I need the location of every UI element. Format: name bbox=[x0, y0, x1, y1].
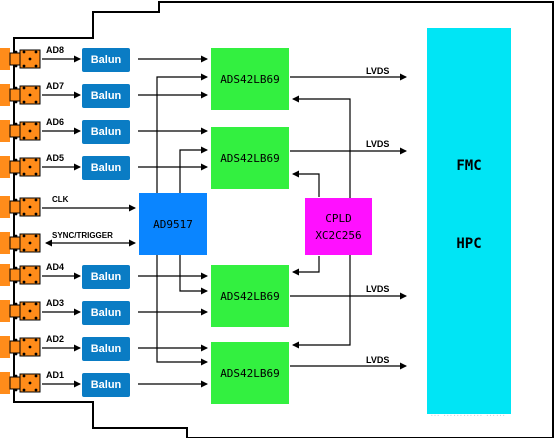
input-label-ad3: AD3 bbox=[46, 298, 65, 308]
input-label-ad2: AD2 bbox=[46, 334, 65, 344]
hpc-label: HPC bbox=[456, 236, 482, 252]
balun-ad4: Balun bbox=[82, 265, 130, 289]
balun-ad7: Balun bbox=[82, 84, 130, 108]
fmc-label: FMC bbox=[456, 158, 482, 174]
connector-clk bbox=[0, 196, 41, 218]
input-label-ad7: AD7 bbox=[46, 81, 65, 91]
balun-ad1: Balun bbox=[82, 373, 130, 397]
connector-ad3 bbox=[0, 300, 41, 322]
input-label-ad8: AD8 bbox=[46, 45, 65, 55]
input-label-sync: SYNC/TRIGGER bbox=[52, 231, 113, 240]
watermark: … ………… …… bbox=[430, 408, 506, 419]
balun-ad5: Balun bbox=[82, 156, 130, 180]
lvds-label-4: LVDS bbox=[366, 355, 390, 365]
adc-3: ADS42LB69 bbox=[211, 265, 289, 327]
lvds-label-1: LVDS bbox=[366, 66, 390, 76]
board-outline bbox=[13, 1, 554, 438]
input-label-ad6: AD6 bbox=[46, 117, 65, 127]
cpld-part: XC2C256 bbox=[315, 228, 362, 242]
lvds-label-3: LVDS bbox=[366, 284, 390, 294]
fmc-hpc-connector: FMC HPC bbox=[427, 28, 511, 414]
connectors bbox=[0, 48, 41, 394]
input-label-ad4: AD4 bbox=[46, 262, 65, 272]
adc-1: ADS42LB69 bbox=[211, 48, 289, 110]
connector-ad1 bbox=[0, 372, 41, 394]
cpld-block: CPLD XC2C256 bbox=[305, 198, 372, 255]
balun-ad3: Balun bbox=[82, 301, 130, 325]
connector-ad8 bbox=[0, 48, 41, 70]
balun-ad2: Balun bbox=[82, 337, 130, 361]
balun-ad8: Balun bbox=[82, 48, 130, 72]
connector-ad5 bbox=[0, 156, 41, 178]
connector-ad7 bbox=[0, 84, 41, 106]
input-label-clk: CLK bbox=[52, 195, 69, 204]
adc-2: ADS42LB69 bbox=[211, 127, 289, 189]
connector-ad4 bbox=[0, 264, 41, 286]
input-label-ad1: AD1 bbox=[46, 370, 65, 380]
lvds-label-2: LVDS bbox=[366, 139, 390, 149]
clock-chip-ad9517: AD9517 bbox=[139, 193, 207, 255]
connector-ad6 bbox=[0, 120, 41, 142]
connector-sync bbox=[0, 232, 41, 254]
connector-pins bbox=[14, 50, 38, 392]
input-label-ad5: AD5 bbox=[46, 153, 65, 163]
adc-4: ADS42LB69 bbox=[211, 342, 289, 404]
balun-ad6: Balun bbox=[82, 120, 130, 144]
cpld-title: CPLD bbox=[325, 211, 352, 225]
connector-ad2 bbox=[0, 336, 41, 358]
